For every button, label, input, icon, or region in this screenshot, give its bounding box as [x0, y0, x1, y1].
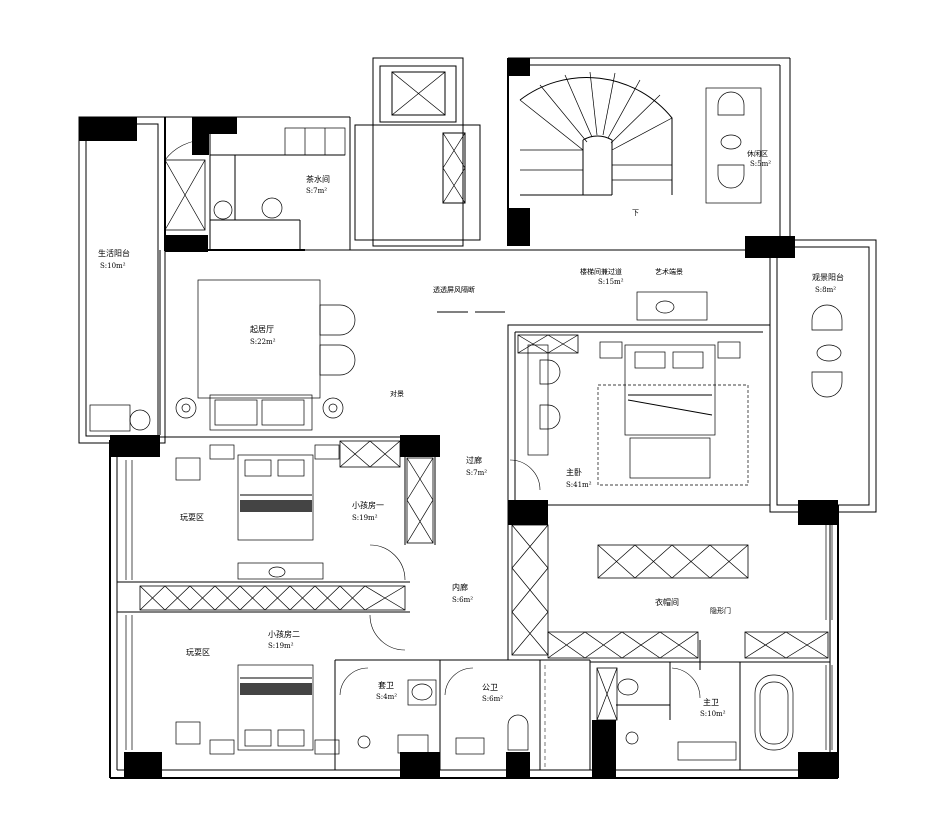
- outer-walls: [78, 57, 877, 779]
- living-room-area: S:22m²: [250, 338, 276, 346]
- play-area-2-label: 玩耍区: [186, 648, 210, 657]
- rest-area-name: 休闲区: [747, 149, 768, 158]
- living-room-name: 起居厅: [250, 325, 274, 334]
- master-bedroom-name: 主卧: [566, 467, 582, 477]
- master-bath-name: 主卫: [703, 697, 719, 707]
- public-bath-area: S:6m²: [482, 695, 503, 703]
- feature-label: 对景: [390, 389, 404, 398]
- public-bath-name: 公卫: [482, 683, 498, 692]
- rest-area-area: S:5m²: [750, 160, 771, 168]
- tea-room-name: 茶水间: [306, 174, 330, 184]
- tea-room-area: S:7m²: [306, 187, 327, 195]
- inner-corridor-area: S:6m²: [452, 596, 473, 604]
- screen-partition-label: 透透屏风隔断: [433, 285, 475, 294]
- master-bedroom-area: S:41m²: [566, 481, 592, 489]
- stair-down-label: 下: [632, 209, 639, 217]
- view-balcony-name: 观景阳台: [812, 272, 844, 282]
- stair-passage-name: 楼梯间兼过道: [580, 267, 622, 276]
- suite-bath-name: 套卫: [378, 680, 394, 690]
- interior-walls: [110, 250, 830, 770]
- suite-bath-area: S:4m²: [376, 693, 397, 701]
- kids-room-1-name: 小孩房一: [352, 500, 384, 510]
- inner-corridor-name: 内廊: [452, 582, 468, 592]
- furniture: [89, 87, 843, 761]
- hidden-door-label: 隐形门: [710, 606, 731, 615]
- windows: [125, 460, 833, 750]
- spiral-stair: 下: [519, 71, 673, 217]
- wall-blocks: [79, 58, 838, 778]
- living-balcony-area: S:10m²: [100, 262, 126, 270]
- kids-room-1-area: S:19m²: [352, 514, 378, 522]
- play-area-1-label: 玩耍区: [180, 513, 204, 522]
- master-bath-area: S:10m²: [700, 710, 726, 718]
- cabinets: [139, 159, 829, 721]
- stair-passage-area: S:15m²: [598, 278, 624, 286]
- corridor-area: S:7m²: [466, 469, 487, 477]
- kids-room-2-name: 小孩房二: [268, 629, 300, 639]
- cloakroom-name: 衣帽间: [655, 597, 679, 607]
- kids-room-2-area: S:19m²: [268, 642, 294, 650]
- view-balcony-area: S:8m²: [815, 286, 836, 294]
- living-balcony-name: 生活阳台: [98, 248, 130, 258]
- corridor-name: 过廊: [466, 455, 482, 465]
- room-labels: 茶水间 S:7m² 生活阳台 S:10m² 起居厅 S:22m² 休闲区 S:5…: [98, 149, 844, 718]
- doors: [164, 139, 701, 699]
- art-display-label: 艺术端景: [655, 267, 683, 276]
